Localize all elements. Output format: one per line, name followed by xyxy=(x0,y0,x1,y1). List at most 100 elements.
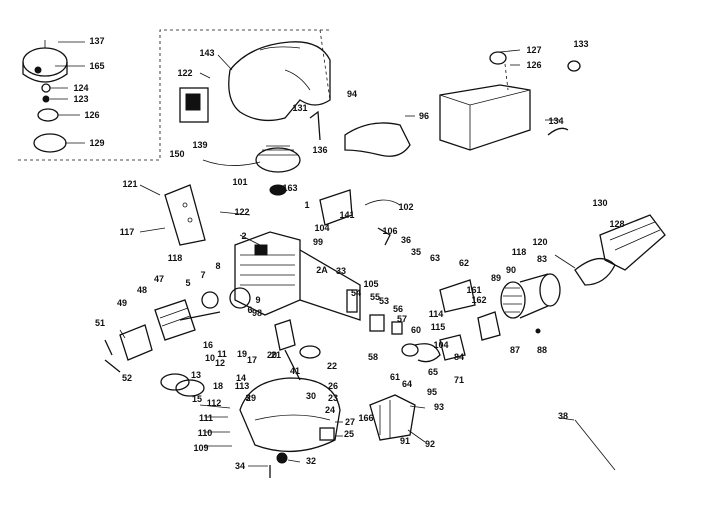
part-label: 14 xyxy=(235,373,247,383)
part-label: 121 xyxy=(122,179,138,189)
part-label: 8 xyxy=(215,261,221,271)
part-label: 117 xyxy=(119,227,135,237)
part-94-air-guide xyxy=(344,122,411,157)
part-label: 91 xyxy=(399,436,411,446)
part-label: 12 xyxy=(214,358,226,368)
part-label: 122 xyxy=(234,207,250,217)
part-label: 27 xyxy=(344,417,356,427)
part-label: 24 xyxy=(324,405,336,415)
part-label: 38 xyxy=(557,411,569,421)
part-143-blower-housing xyxy=(228,41,331,122)
part-163-flywheel xyxy=(255,145,301,196)
part-label: 26 xyxy=(327,381,339,391)
part-label: 23 xyxy=(327,393,339,403)
part-label: 118 xyxy=(511,247,527,257)
part-label: 113 xyxy=(234,381,250,391)
part-60 xyxy=(401,343,419,357)
part-117-bracket xyxy=(164,184,206,246)
part-label: 93 xyxy=(433,402,445,412)
part-label: 53 xyxy=(378,296,390,306)
part-label: 20 xyxy=(266,350,278,360)
part-126 xyxy=(37,108,59,122)
part-133-cap xyxy=(567,60,581,72)
part-label: 15 xyxy=(191,394,203,404)
part-label: 128 xyxy=(609,219,625,229)
part-label: 6 xyxy=(247,305,253,315)
part-oil-pan xyxy=(239,377,341,453)
part-label: 106 xyxy=(382,226,398,236)
part-label: 21 xyxy=(270,350,282,360)
part-134-line xyxy=(547,127,569,136)
part-label: 124 xyxy=(73,83,89,93)
part-label: 89 xyxy=(490,273,502,283)
part-56 xyxy=(391,321,403,335)
part-label: 104 xyxy=(314,223,330,233)
part-88 xyxy=(535,328,541,334)
part-label: 19 xyxy=(236,349,248,359)
part-92-muffler xyxy=(369,394,416,441)
part-label: 166 xyxy=(358,413,374,423)
part-label: 126 xyxy=(84,110,100,120)
part-106 xyxy=(377,227,391,246)
part-label: 99 xyxy=(312,237,324,247)
part-label: 2A xyxy=(316,265,328,275)
part-label: 165 xyxy=(89,61,105,71)
part-165-screen xyxy=(22,40,68,83)
part-label: 141 xyxy=(339,210,355,220)
part-102-wire xyxy=(364,199,401,206)
part-127-cap xyxy=(489,51,507,65)
plate-detail xyxy=(185,93,201,111)
part-136 xyxy=(309,110,321,141)
part-label: 84 xyxy=(453,352,465,362)
part-label: 102 xyxy=(398,202,414,212)
part-label: 3 xyxy=(245,393,251,403)
part-label: 51 xyxy=(94,318,106,328)
part-label: 25 xyxy=(343,429,355,439)
part-label: 1 xyxy=(304,200,310,210)
part-89-air-intake xyxy=(500,273,561,319)
part-54 xyxy=(346,289,358,313)
part-129 xyxy=(33,133,67,153)
part-label: 33 xyxy=(335,266,347,276)
part-label: 111 xyxy=(198,413,214,423)
part-label: 90 xyxy=(505,265,517,275)
part-label: 127 xyxy=(526,45,542,55)
part-label: 54 xyxy=(350,288,362,298)
part-label: 18 xyxy=(212,381,224,391)
part-13-ring xyxy=(160,373,190,391)
part-141-coil xyxy=(319,189,353,226)
part-label: 109 xyxy=(193,443,209,453)
part-label: 120 xyxy=(532,237,548,247)
part-label: 63 xyxy=(429,253,441,263)
part-label: 122 xyxy=(177,68,193,78)
part-label: 64 xyxy=(401,379,413,389)
part-51 xyxy=(104,339,113,356)
part-8 xyxy=(229,287,251,309)
part-64 xyxy=(414,343,441,363)
part-150-wire xyxy=(202,159,261,166)
part-126-fuel-tank xyxy=(439,84,531,151)
part-34 xyxy=(276,452,288,464)
part-label: 126 xyxy=(526,60,542,70)
part-49 xyxy=(119,324,153,361)
part-label: 35 xyxy=(410,247,422,257)
part-label: 101 xyxy=(232,177,248,187)
part-53 xyxy=(369,314,385,332)
part-label: 41 xyxy=(289,366,301,376)
part-label: 161 xyxy=(466,285,482,295)
part-139-plate xyxy=(179,87,209,123)
part-label: 94 xyxy=(346,89,358,99)
part-label: 47 xyxy=(153,274,165,284)
part-label: 131 xyxy=(292,103,308,113)
part-label: 92 xyxy=(424,439,436,449)
part-label: 136 xyxy=(312,145,328,155)
part-label: 118 xyxy=(167,253,183,263)
part-label: 32 xyxy=(305,456,317,466)
part-label: 36 xyxy=(400,235,412,245)
part-label: 162 xyxy=(471,295,487,305)
part-label: 105 xyxy=(363,279,379,289)
part-label: 83 xyxy=(536,254,548,264)
part-label: 60 xyxy=(410,325,422,335)
part-label: 49 xyxy=(116,298,128,308)
